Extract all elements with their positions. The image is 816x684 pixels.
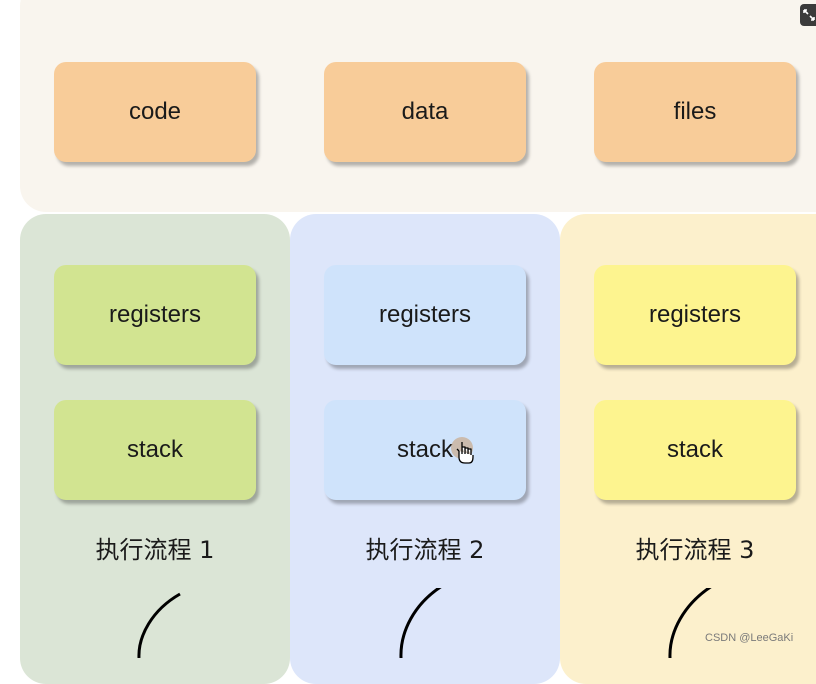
registers-box-1: registers — [54, 265, 256, 365]
expand-icon[interactable] — [800, 4, 816, 26]
data-box: data — [324, 62, 526, 162]
thread-label-1: 执行流程 1 — [95, 536, 215, 564]
thread-curve-icon — [668, 588, 712, 658]
files-box: files — [594, 62, 796, 162]
registers-box-2: registers — [324, 265, 526, 365]
stack-box-2: stack — [324, 400, 526, 500]
thread-label-3: 执行流程 3 — [635, 536, 755, 564]
code-box: code — [54, 62, 256, 162]
thread-curve-icon — [399, 588, 442, 658]
hand-cursor-icon — [451, 437, 474, 464]
thread-curve-icon — [137, 592, 181, 658]
watermark: CSDN @LeeGaKi — [705, 632, 794, 644]
registers-box-3: registers — [594, 265, 796, 365]
stack-box-3: stack — [594, 400, 796, 500]
thread-label-2: 执行流程 2 — [365, 536, 485, 564]
stack-box-1: stack — [54, 400, 256, 500]
